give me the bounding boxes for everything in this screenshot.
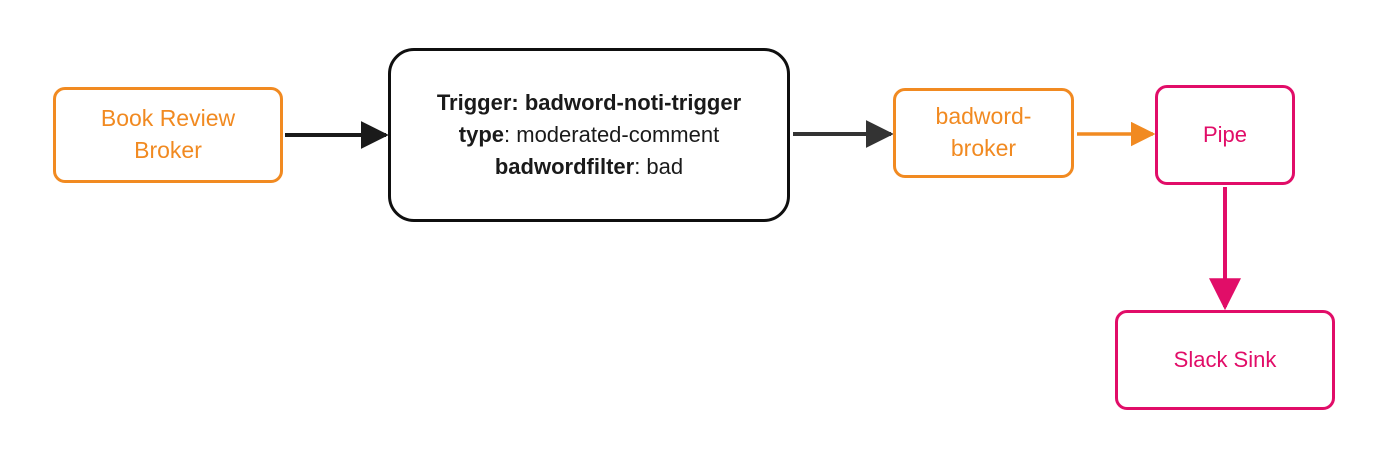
node-label: Slack Sink [1173, 346, 1277, 372]
trigger-line-1-value: badword-noti-trigger [518, 89, 742, 115]
trigger-line-2: type: moderated-comment [459, 119, 719, 151]
node-badword-broker[interactable]: badword- broker [893, 88, 1074, 178]
trigger-line-3-key: badwordfilter [494, 154, 635, 180]
trigger-line-2-value: : moderated-comment [504, 121, 720, 147]
node-label: Pipe [1202, 121, 1248, 147]
trigger-line-3: badwordfilter: bad [495, 151, 683, 183]
node-trigger[interactable]: Trigger: badword-noti-trigger type: mode… [388, 48, 790, 222]
node-book-review-broker[interactable]: Book Review Broker [53, 87, 283, 183]
trigger-line-2-key: type [458, 121, 505, 147]
node-pipe[interactable]: Pipe [1155, 85, 1295, 185]
trigger-line-1: Trigger: badword-noti-trigger [437, 87, 741, 119]
trigger-line-3-value: : bad [634, 154, 684, 180]
node-label: Book Review Broker [100, 105, 236, 163]
node-label: badword- broker [935, 103, 1032, 161]
trigger-line-1-key: Trigger: [436, 89, 519, 115]
node-slack-sink[interactable]: Slack Sink [1115, 310, 1335, 410]
